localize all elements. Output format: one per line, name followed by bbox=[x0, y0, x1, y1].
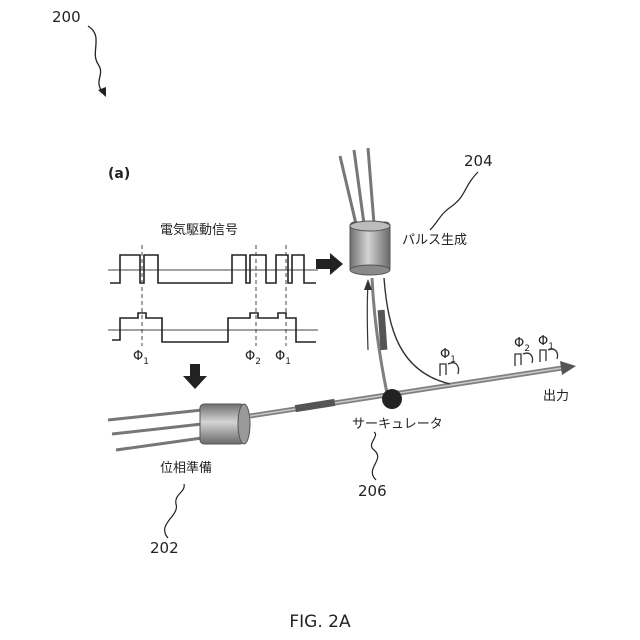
pulse-generator bbox=[340, 148, 390, 275]
panel-label: (a) bbox=[108, 166, 130, 182]
output-phase-2: Φ2 bbox=[514, 336, 530, 354]
phase-label-2: Φ2 bbox=[245, 349, 261, 367]
ref-202: 202 bbox=[150, 539, 179, 557]
leader-206 bbox=[371, 432, 377, 480]
figure-ref-number: 200 bbox=[52, 8, 81, 26]
pulse-fiber bbox=[364, 278, 450, 398]
phase-label-1: Φ1 bbox=[133, 349, 149, 367]
phase-preparation bbox=[108, 404, 250, 450]
output-fiber bbox=[250, 361, 576, 416]
leader-202 bbox=[165, 484, 185, 538]
phase-label-3: Φ1 bbox=[275, 349, 291, 367]
output-phase-3: Φ1 bbox=[538, 334, 554, 352]
phase-marker-lines bbox=[142, 245, 286, 346]
leader-204 bbox=[430, 172, 478, 230]
figure-caption: FIG. 2A bbox=[289, 612, 351, 632]
signal-title: 電気駆動信号 bbox=[160, 222, 238, 238]
circulator-label: サーキュレータ bbox=[352, 417, 443, 432]
phase-prep-label: 位相準備 bbox=[160, 460, 212, 476]
arrow-down-icon bbox=[183, 364, 207, 389]
circulator-node bbox=[382, 389, 402, 409]
arrow-right-icon bbox=[316, 253, 343, 275]
ref-206: 206 bbox=[358, 482, 387, 500]
ref-leader-200 bbox=[88, 26, 104, 94]
ref-204: 204 bbox=[464, 152, 493, 170]
output-label: 出力 bbox=[543, 389, 569, 404]
pulse-gen-label: パルス生成 bbox=[402, 233, 467, 248]
ref-arrowhead-200 bbox=[98, 87, 106, 97]
output-phase-1: Φ1 bbox=[440, 347, 456, 365]
